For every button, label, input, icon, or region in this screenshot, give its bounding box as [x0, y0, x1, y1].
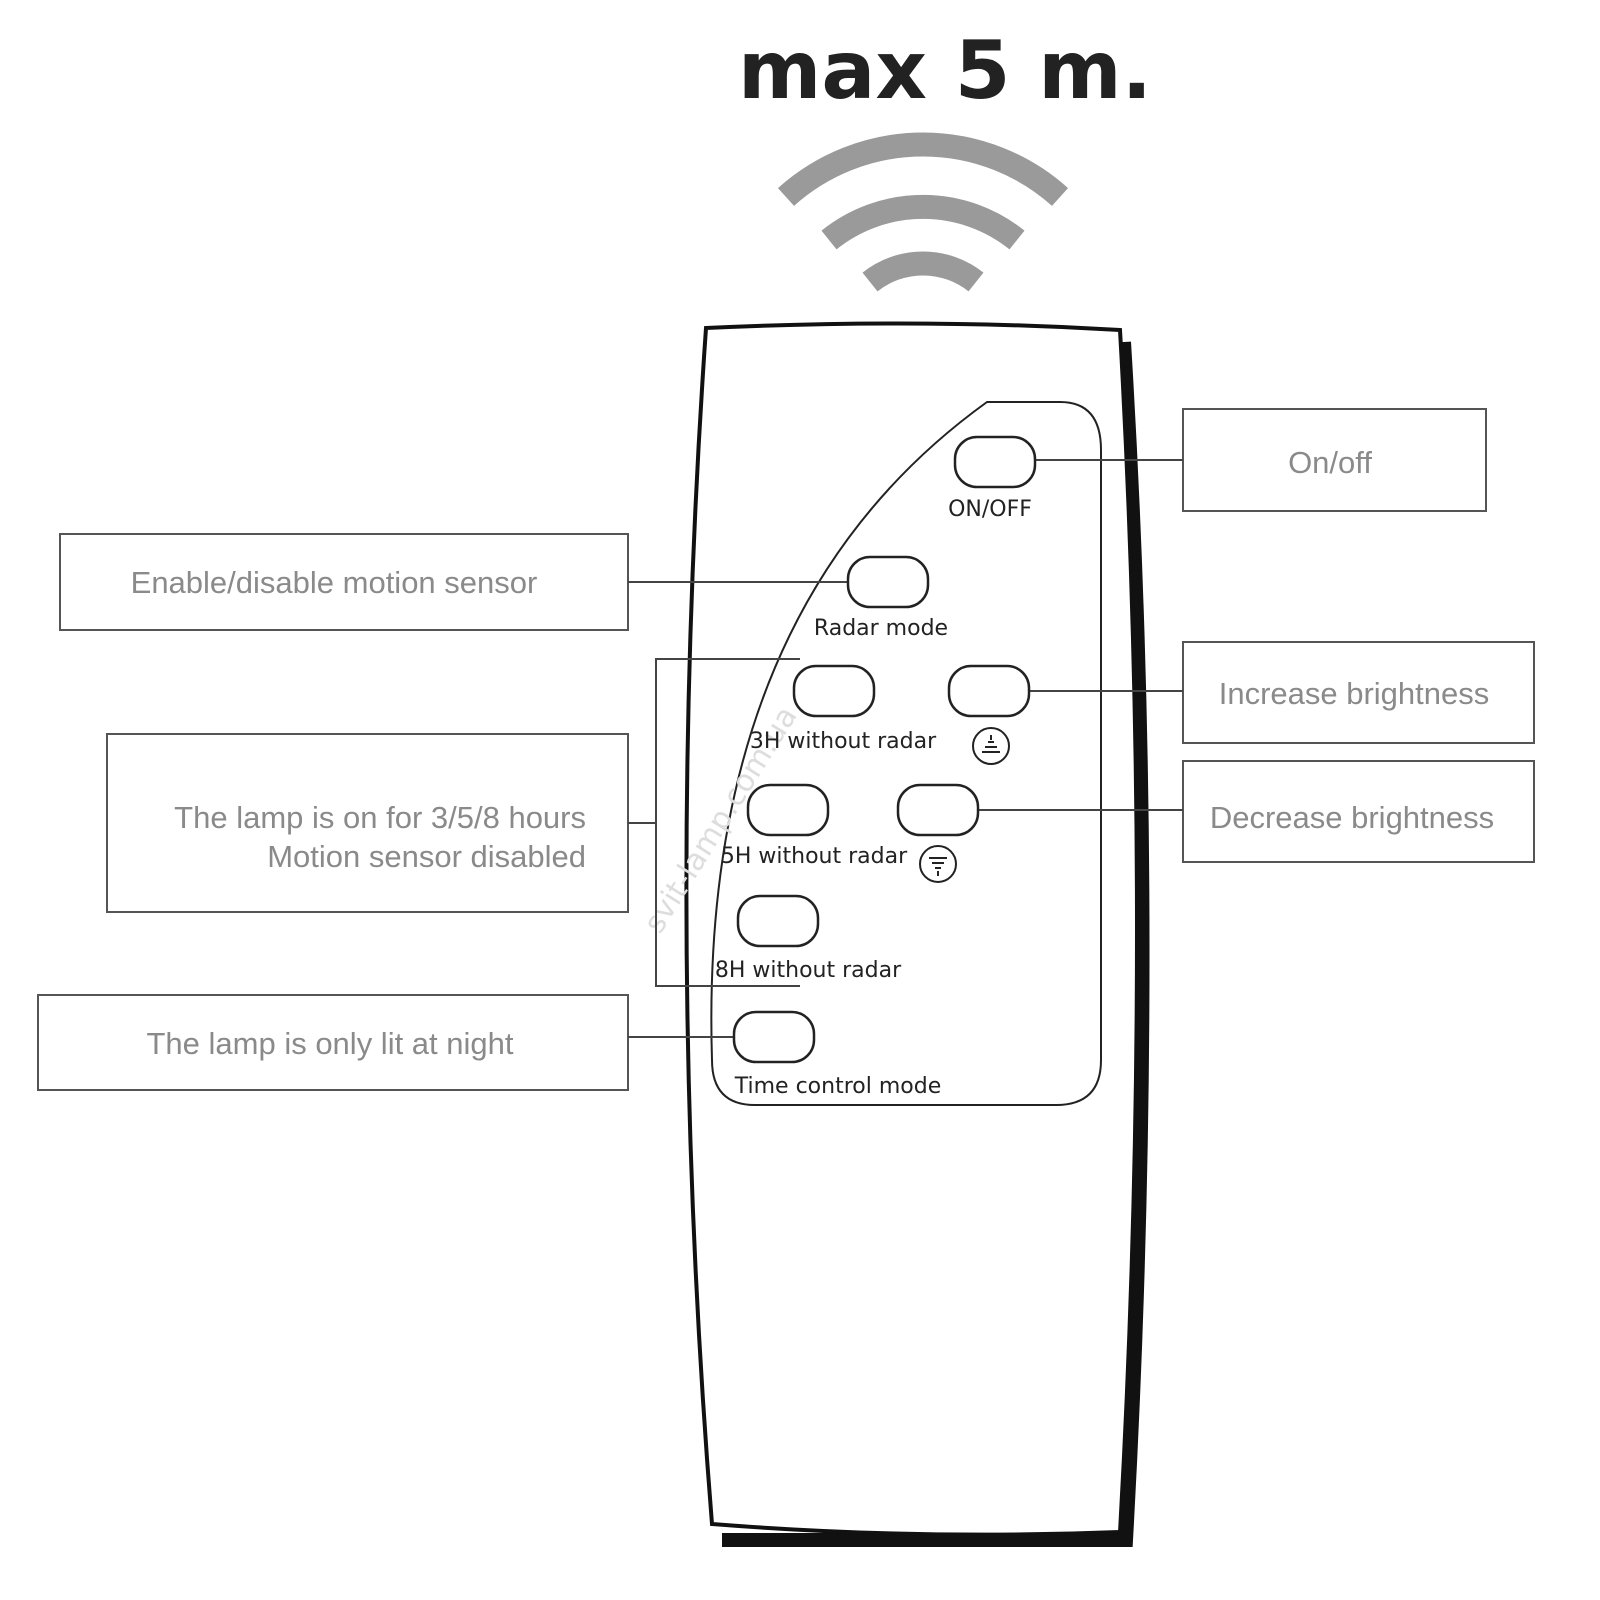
brightness-increase-icon	[972, 727, 1010, 765]
brightness-decrease-icon	[919, 845, 957, 883]
eight-hour-button-label: 8H without radar	[715, 958, 902, 983]
three-hour-button[interactable]	[792, 664, 876, 718]
range-title: max 5 m.	[738, 24, 1152, 117]
decrease-brightness-button[interactable]	[896, 783, 980, 837]
callout-timer-box	[106, 733, 629, 913]
callout-on-off-box	[1182, 408, 1487, 512]
callout-motion-sensor-box	[59, 533, 629, 631]
callout-timer-line2: Motion sensor disabled	[267, 839, 586, 874]
remote-shadow	[722, 341, 1150, 1547]
on-off-button-label: ON/OFF	[948, 497, 1032, 522]
callout-decrease-box	[1182, 760, 1535, 863]
five-hour-button-label: 5H without radar	[721, 844, 908, 869]
time-control-button[interactable]	[732, 1010, 816, 1064]
three-hour-button-label: 3H without radar	[750, 729, 937, 754]
callout-increase-box	[1182, 641, 1535, 744]
timer-bracket	[628, 658, 800, 987]
callout-night-box	[37, 994, 629, 1091]
five-hour-button[interactable]	[746, 783, 830, 837]
callout-on-off: On/off	[1288, 445, 1372, 480]
eight-hour-button[interactable]	[736, 894, 820, 948]
callout-increase-brightness: Increase brightness	[1219, 676, 1490, 711]
callout-timer-line1: The lamp is on for 3/5/8 hours	[174, 800, 586, 835]
wifi-signal-icon	[777, 132, 1069, 292]
time-control-button-label: Time control mode	[734, 1074, 941, 1099]
radar-mode-button[interactable]	[846, 555, 930, 609]
increase-brightness-button[interactable]	[947, 664, 1031, 718]
callout-decrease-brightness: Decrease brightness	[1210, 800, 1494, 835]
on-off-button[interactable]	[953, 435, 1037, 489]
radar-mode-button-label: Radar mode	[814, 616, 948, 641]
callout-night: The lamp is only lit at night	[146, 1026, 513, 1061]
callout-motion-sensor: Enable/disable motion sensor	[131, 565, 538, 600]
